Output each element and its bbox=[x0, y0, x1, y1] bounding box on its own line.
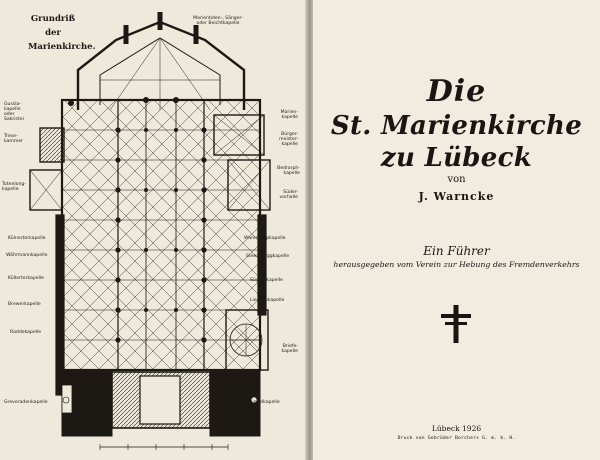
label-totenlong: Totenlong- kapelle bbox=[2, 182, 26, 192]
place-year: Lübeck 1926 bbox=[431, 424, 482, 433]
title-line-main: St. Marienkirche zu Lübeck bbox=[330, 111, 583, 173]
label-marientiden: Marientiden-, Sänger- oder Beichtkapelle bbox=[193, 16, 243, 26]
label-sugher: Sügherkapelle bbox=[250, 278, 283, 283]
label-burger: Bürger- meister- kapelle bbox=[279, 132, 298, 147]
label-bedrorph: Bedrorph- kapelle bbox=[277, 166, 300, 176]
author-name: J. Warncke bbox=[418, 190, 495, 203]
label-brewer: Brewerkapelle bbox=[8, 302, 41, 307]
label-greveraden: Greveradenkapelle bbox=[4, 400, 48, 405]
label-gussla: Gussla- kapelle oder Sakristei bbox=[4, 102, 24, 122]
label-wohrmann: Wöhrmannkapelle bbox=[6, 253, 48, 258]
guide-heading: Ein Führer bbox=[423, 244, 490, 258]
title-line-die: Die bbox=[426, 74, 487, 109]
label-briefe: Briefe- kapelle bbox=[281, 344, 298, 354]
label-liestein: Liesteinkapelle bbox=[250, 298, 285, 303]
label-kullertor: Küllertorkapelle bbox=[8, 276, 44, 281]
printer-line: Druck von Gebrüder Borchers G. m. b. H. bbox=[397, 436, 516, 441]
label-warendorp: Warendorpkapelle bbox=[244, 236, 286, 241]
label-radde: Raddekapelle bbox=[10, 330, 42, 335]
label-marien-kapelle: Marien- kapelle bbox=[280, 110, 298, 120]
left-page-floor-plan: Grundriß der Marienkirche. Marientiden-,… bbox=[0, 0, 309, 460]
cross-icon bbox=[441, 305, 471, 343]
label-suder: Süder- vorhalle bbox=[279, 190, 298, 200]
label-steenberg: Steenberggkapelle bbox=[246, 254, 290, 259]
plan-title: Grundriß der Marienkirche. bbox=[28, 12, 96, 54]
label-schinkel: Schinkelkapelle bbox=[244, 400, 280, 405]
publisher-note: herausgegeben vom Verein zur Hebung des … bbox=[333, 260, 580, 269]
label-trese: Trese- kammer bbox=[4, 134, 24, 144]
plan-title-line-1: Grundriß bbox=[30, 14, 76, 24]
floor-plan-drawing bbox=[29, 12, 271, 450]
plan-title-line-3: Marienkirche. bbox=[28, 42, 96, 52]
by-text: von bbox=[447, 174, 466, 185]
right-page-title: Die St. Marienkirche zu Lübeck von J. Wa… bbox=[313, 0, 600, 460]
label-kulnertor: Külnertorkapelle bbox=[8, 236, 46, 241]
plan-title-line-2: der bbox=[45, 28, 61, 38]
book-gutter bbox=[305, 0, 315, 460]
